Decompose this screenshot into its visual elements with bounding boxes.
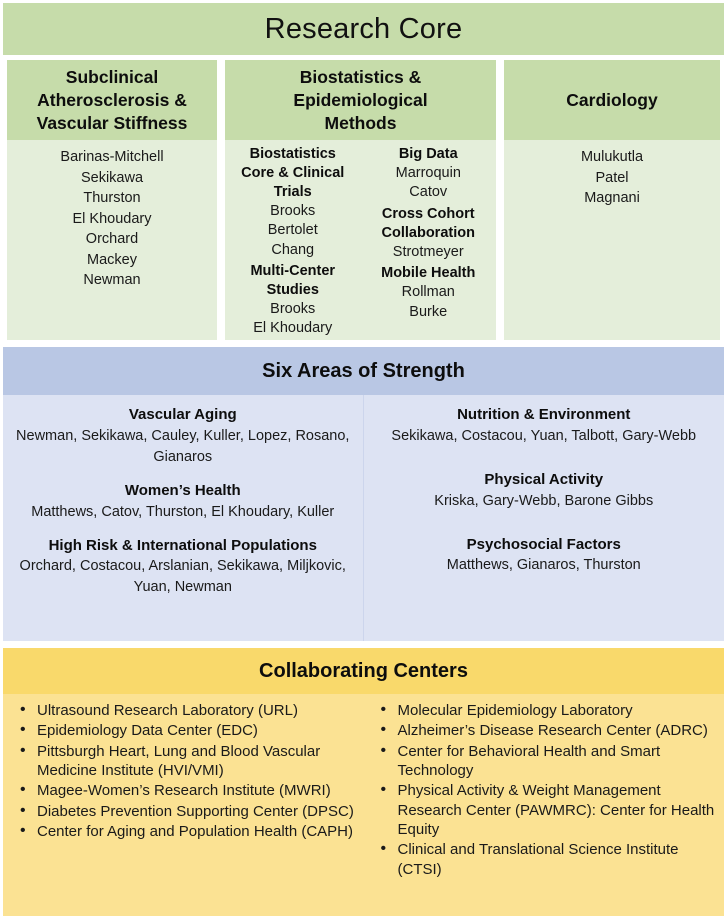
group-title-line: Collaboration [381, 224, 475, 241]
area-psychosocial-factors: Psychosocial Factors Matthews, Gianaros,… [372, 534, 717, 577]
list-item: Epidemiology Data Center (EDC) [20, 720, 364, 741]
member-name: El Khoudary [253, 320, 333, 337]
member-name: El Khoudary [72, 210, 152, 227]
member-name: Magnani [584, 190, 640, 207]
group-title-line: Multi-Center [250, 263, 336, 280]
group-biostatistics-core-clinical-trials: Biostatistics Core & Clinical Trials Bro… [225, 145, 361, 260]
member-name: Bertolet [267, 222, 318, 239]
header-line: Epidemiological [293, 89, 428, 110]
area-members: Kriska, Gary-Webb, Barone Gibbs [434, 492, 654, 509]
group-title-line: Trials [273, 183, 312, 200]
area-physical-activity: Physical Activity Kriska, Gary-Webb, Bar… [372, 469, 717, 512]
list-item: Ultrasound Research Laboratory (URL) [20, 700, 364, 721]
column-header-subclinical-atherosclerosis: Subclinical Atherosclerosis & Vascular S… [7, 60, 217, 140]
subcolumn-right: Big Data Marroquin Catov Cross Cohort Co… [361, 145, 497, 339]
member-name: Marroquin [395, 164, 461, 181]
list-item: Pittsburgh Heart, Lung and Blood Vascula… [20, 741, 364, 781]
six-areas-of-strength-section: Six Areas of Strength Vascular Aging New… [3, 347, 724, 641]
area-title: Vascular Aging [128, 406, 237, 423]
member-name: Mackey [87, 251, 137, 268]
collaborating-centers-header: Collaborating Centers [3, 648, 724, 694]
collaborating-centers-left-column: Ultrasound Research Laboratory (URL) Epi… [3, 700, 364, 916]
area-title: High Risk & International Populations [48, 536, 317, 554]
member-name: Mulukutla [580, 149, 644, 165]
area-vascular-aging: Vascular Aging Newman, Sekikawa, Cauley,… [11, 404, 355, 468]
group-title-line: Studies [266, 282, 319, 299]
member-name: Rollman [401, 284, 455, 301]
six-areas-header: Six Areas of Strength [3, 347, 724, 395]
member-name: Sekikawa [80, 169, 144, 186]
research-column-cardiology: Cardiology Mulukutla Patel Magnani [504, 60, 720, 340]
area-members: Orchard, Costacou, Arslanian, Sekikawa, … [19, 558, 346, 596]
research-column-subclinical-atherosclerosis: Subclinical Atherosclerosis & Vascular S… [7, 60, 217, 340]
area-title: Physical Activity [484, 470, 604, 488]
member-name: Newman [83, 272, 141, 289]
member-name: Barinas-Mitchell [60, 149, 164, 165]
member-name: Catov [409, 184, 448, 201]
subcolumn-left: Biostatistics Core & Clinical Trials Bro… [225, 145, 361, 339]
member-name: Strotmeyer [392, 243, 464, 260]
page-title: Research Core [264, 12, 463, 45]
group-title-line: Mobile Health [381, 265, 476, 282]
header-line: Vascular Stiffness [36, 112, 188, 133]
collaborating-centers-right-column: Molecular Epidemiology Laboratory Alzhei… [364, 700, 725, 916]
list-item: Physical Activity & Weight Management Re… [381, 780, 725, 839]
group-cross-cohort-collaboration: Cross Cohort Collaboration Strotmeyer [361, 205, 497, 262]
list-item: Molecular Epidemiology Laboratory [381, 700, 725, 721]
header-line: Atherosclerosis & [37, 89, 187, 110]
column-names-cardiology: Mulukutla Patel Magnani [504, 140, 720, 209]
column-header-biostatistics-epidemiological-methods: Biostatistics & Epidemiological Methods [225, 60, 496, 140]
biostatistics-subcolumns: Biostatistics Core & Clinical Trials Bro… [225, 140, 496, 339]
member-name: Thurston [83, 190, 141, 207]
area-members: Sekikawa, Costacou, Yuan, Talbott, Gary-… [391, 427, 697, 444]
area-womens-health: Women’s Health Matthews, Catov, Thurston… [11, 480, 355, 523]
area-high-risk-international-populations: High Risk & International Populations Or… [11, 535, 355, 599]
list-item: Clinical and Translational Science Insti… [381, 839, 725, 879]
member-name: Patel [595, 169, 629, 186]
six-areas-left-column: Vascular Aging Newman, Sekikawa, Cauley,… [3, 395, 364, 641]
list-item: Alzheimer’s Disease Research Center (ADR… [381, 720, 725, 741]
group-multi-center-studies: Multi-Center Studies Brooks El Khoudary [225, 262, 361, 339]
member-name: Brooks [270, 202, 316, 219]
member-name: Brooks [270, 300, 316, 317]
area-members: Newman, Sekikawa, Cauley, Kuller, Lopez,… [16, 427, 350, 465]
area-nutrition-environment: Nutrition & Environment Sekikawa, Costac… [372, 404, 717, 447]
research-core-section: Research Core Subclinical Atherosclerosi… [3, 3, 724, 340]
group-title-line: Cross Cohort [381, 205, 475, 222]
header-line: Methods [324, 112, 397, 133]
six-areas-right-column: Nutrition & Environment Sekikawa, Costac… [364, 395, 725, 641]
area-title: Nutrition & Environment [457, 406, 631, 423]
collaborating-centers-title: Collaborating Centers [259, 659, 468, 682]
list-item: Center for Behavioral Health and Smart T… [381, 741, 725, 781]
group-title-line: Core & Clinical [241, 164, 345, 181]
member-name: Burke [409, 303, 448, 320]
area-title: Psychosocial Factors [466, 535, 621, 553]
collaborating-centers-columns: Ultrasound Research Laboratory (URL) Epi… [3, 694, 724, 916]
area-title: Women’s Health [124, 481, 241, 499]
group-big-data: Big Data Marroquin Catov [361, 145, 497, 203]
research-core-columns: Subclinical Atherosclerosis & Vascular S… [3, 60, 724, 340]
area-members: Matthews, Gianaros, Thurston [446, 557, 641, 574]
six-areas-title: Six Areas of Strength [262, 359, 465, 382]
header-line: Biostatistics & [299, 67, 422, 87]
header-line: Subclinical [65, 67, 159, 87]
research-core-header: Research Core [3, 3, 724, 55]
six-areas-columns: Vascular Aging Newman, Sekikawa, Cauley,… [3, 395, 724, 641]
center-list-left: Ultrasound Research Laboratory (URL) Epi… [9, 700, 364, 842]
group-mobile-health: Mobile Health Rollman Burke [361, 264, 497, 322]
group-title-line: Big Data [398, 146, 458, 162]
area-members: Matthews, Catov, Thurston, El Khoudary, … [31, 503, 335, 520]
research-column-biostatistics-epidemiological-methods: Biostatistics & Epidemiological Methods … [225, 60, 496, 340]
collaborating-centers-section: Collaborating Centers Ultrasound Researc… [3, 648, 724, 916]
member-name: Chang [271, 241, 315, 258]
list-item: Magee-Women’s Research Institute (MWRI) [20, 780, 364, 801]
member-name: Orchard [85, 231, 139, 248]
group-title-line: Biostatistics [249, 146, 336, 162]
column-names-subclinical-atherosclerosis: Barinas-Mitchell Sekikawa Thurston El Kh… [7, 140, 217, 291]
header-line: Cardiology [566, 89, 658, 110]
list-item: Diabetes Prevention Supporting Center (D… [20, 801, 364, 822]
center-list-right: Molecular Epidemiology Laboratory Alzhei… [370, 700, 725, 879]
column-header-cardiology: Cardiology [504, 60, 720, 140]
list-item: Center for Aging and Population Health (… [20, 821, 364, 842]
